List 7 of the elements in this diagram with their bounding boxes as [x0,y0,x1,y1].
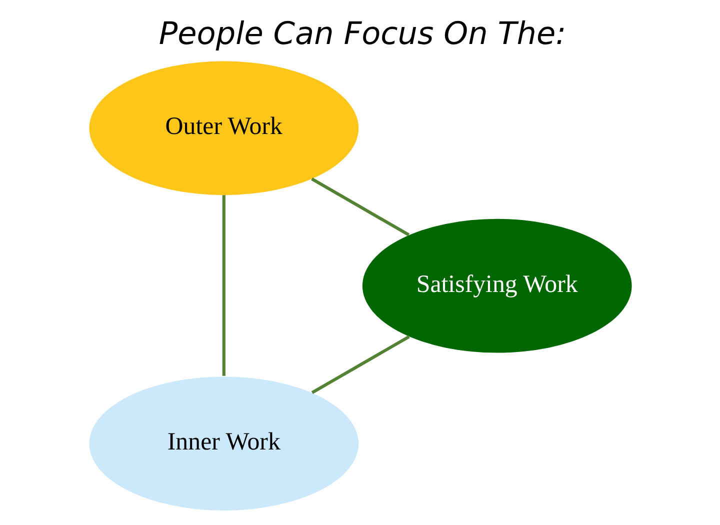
node-ellipse: Outer Work [88,61,358,196]
diagram-title: People Can Focus On The: [158,16,566,52]
connector [222,195,225,376]
connector [310,335,410,394]
connector [310,178,410,236]
node-ellipse: Satisfying Work [362,218,632,353]
node-ellipse: Inner Work [88,376,358,511]
